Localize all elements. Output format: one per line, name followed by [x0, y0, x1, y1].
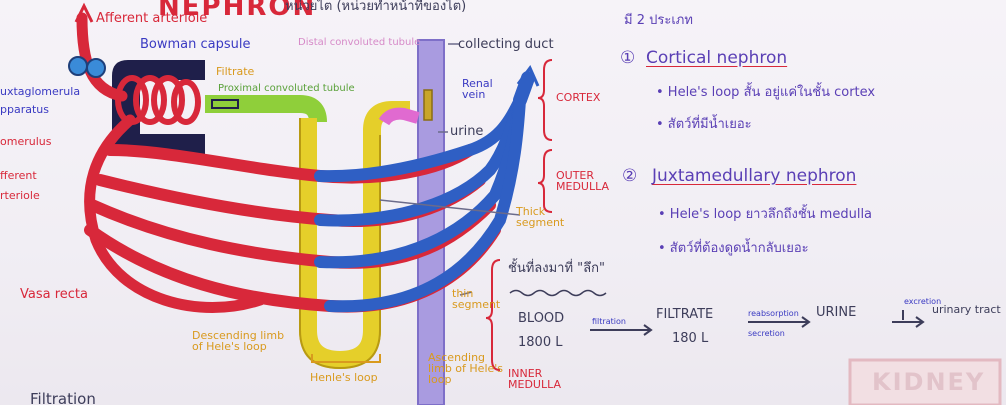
glomerulus-label: omerulus: [0, 136, 51, 147]
inner-medulla-label: INNER MEDULLA: [508, 368, 588, 390]
apparatus-label: pparatus: [0, 104, 49, 115]
vasa-recta-label: Vasa recta: [20, 288, 88, 301]
flow-urine: URINE: [816, 306, 856, 319]
cortex-label: CORTEX: [556, 92, 600, 103]
flow-filtrate: FILTRATE: [656, 308, 713, 321]
thai-header: หน่วยไต (หน่วยทำหน้าที่ของไต): [285, 0, 466, 13]
distal-tubule-shape: [384, 114, 418, 122]
collecting-duct-inner: [424, 90, 432, 120]
renal-vein-label: Renal vein: [462, 78, 512, 100]
bottom-left-label: Filtration: [30, 392, 96, 405]
medulla-thai-note: ชั้นที่ลงมาที่ "ลึก": [508, 262, 605, 275]
collecting-duct-label: collecting duct: [458, 38, 554, 51]
outer-medulla-brace: [538, 150, 552, 212]
flow-arrow-1: [590, 325, 651, 335]
outer-medulla-label: OUTER MEDULLA: [556, 170, 626, 192]
type1-name: Cortical nephron: [646, 50, 787, 67]
arteriole-label: rteriole: [0, 190, 40, 201]
thin-segment-label: thin segment: [452, 288, 502, 310]
type1-number: ①: [620, 50, 635, 67]
type2-name: Juxtamedullary nephron: [652, 168, 856, 185]
afferent-arteriole-label: Afferent arteriole: [96, 12, 207, 25]
cortex-brace: [538, 60, 552, 140]
distal-tubule-label: Distal convoluted tubule: [298, 38, 420, 48]
flow-arrow2-label-top: reabsorption: [748, 310, 799, 318]
proximal-tubule-label: Proximal convoluted tubule: [218, 84, 355, 94]
kidney-stamp: KIDNEY: [872, 370, 985, 394]
flow-destination: urinary tract: [932, 304, 1002, 315]
juxtaglomerular-label: uxtaglomerula: [0, 86, 80, 97]
ascending-limb-label: Ascending limb of Hele's loop: [428, 352, 508, 385]
type1-point2: • สัตว์ที่มีน้ำเยอะ: [656, 118, 752, 131]
urine-label: urine: [450, 125, 483, 138]
juxtaglomerular-ball-1: [69, 57, 87, 75]
flow-blood-volume: 1800 L: [518, 336, 562, 349]
wavy-line: [510, 291, 606, 296]
type2-number: ②: [622, 168, 637, 185]
bowman-capsule-label: Bowman capsule: [140, 38, 251, 51]
flow-arrow2-label-bottom: secretion: [748, 330, 785, 338]
flow-arrow1-label: filtration: [592, 318, 626, 326]
flow-arrow-3: [892, 317, 923, 327]
henle-loop-shape: [308, 110, 410, 360]
juxtaglomerular-ball-2: [87, 59, 105, 77]
efferent-label: fferent: [0, 170, 37, 181]
descending-limb-label: Descending limb of Hele's loop: [192, 330, 292, 352]
types-heading: มี 2 ประเภท: [624, 14, 693, 27]
thick-segment-label: Thick segment: [516, 206, 586, 228]
henles-loop-label: Henle's loop: [310, 372, 378, 383]
flow-blood: BLOOD: [518, 312, 564, 325]
flow-arrow-2: [748, 317, 809, 327]
type1-point1: • Hele's loop สั้น อยู่แค่ในชั้น cortex: [656, 86, 875, 99]
filtrate-label: Filtrate: [216, 66, 254, 77]
bowman-capsule-shape: [112, 60, 205, 154]
type2-point1: • Hele's loop ยาวลึกถึงชั้น medulla: [658, 208, 872, 221]
flow-filtrate-volume: 180 L: [672, 332, 708, 345]
type2-point2: • สัตว์ที่ต้องดูดน้ำกลับเยอะ: [658, 242, 809, 255]
